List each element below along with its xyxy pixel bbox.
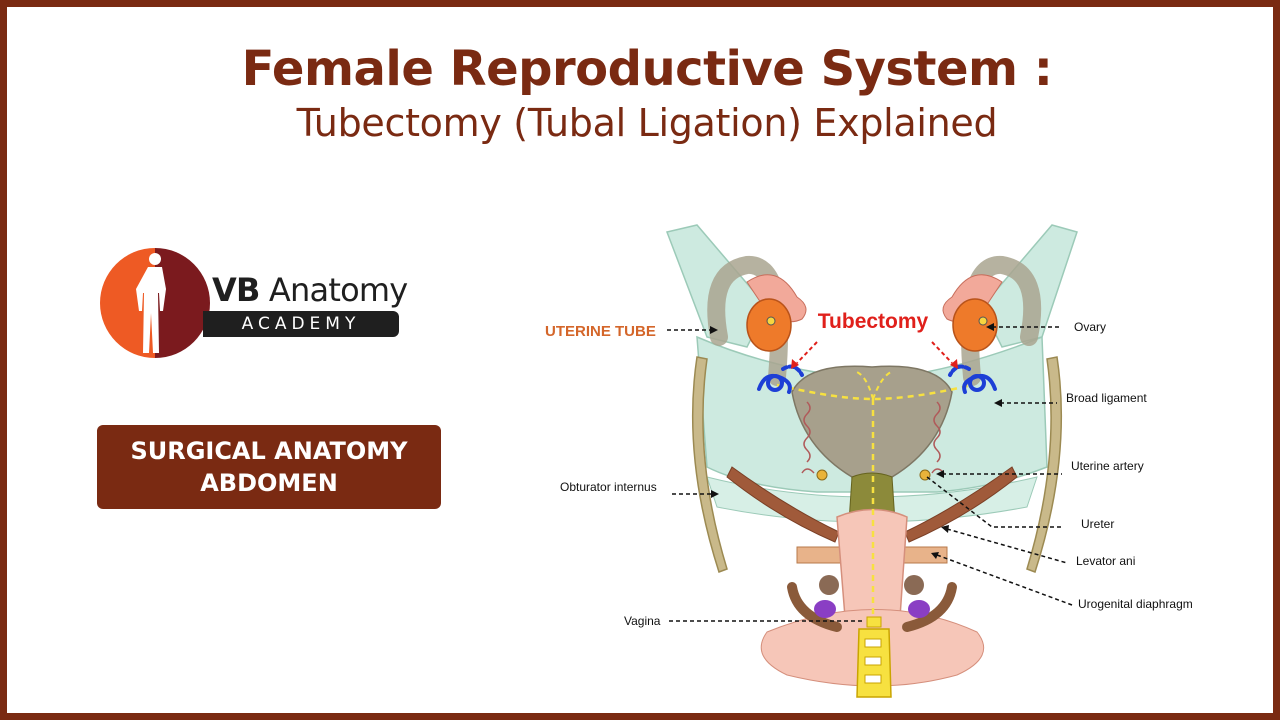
uterus [791,365,953,518]
obturator-internus-left [691,356,728,573]
ligation-knot-right-icon [948,364,997,394]
label-urogenital-diaphragm: Urogenital diaphragm [1078,597,1193,611]
ureter-left [816,469,828,481]
ovary-right [952,298,998,352]
label-ureter: Ureter [1081,517,1114,531]
anatomy-diagram: Tubectomy UTERINE TUBE Obturator internu… [545,224,1193,698]
page-title: Female Reproductive System : [241,41,1053,97]
badge-line-2: ABDOMEN [200,469,338,497]
badge-line-1: SURGICAL ANATOMY [130,437,408,465]
uterine-artery-right-vessel [933,401,941,463]
vaginal-device-icon [856,616,892,698]
label-obturator-internus: Obturator internus [560,480,657,494]
label-uterine-artery: Uterine artery [1071,459,1144,473]
obturator-internus-right [1026,356,1063,573]
topic-badge: SURGICAL ANATOMY ABDOMEN [97,425,441,509]
page-subtitle: Tubectomy (Tubal Ligation) Explained [296,101,998,145]
levator-ani-right [904,466,1018,543]
label-uterine-tube: UTERINE TUBE [545,323,656,340]
label-vagina: Vagina [624,614,661,628]
logo-subtitle: ACADEMY [241,314,361,334]
label-levator-ani: Levator ani [1076,554,1135,568]
tubectomy-label: Tubectomy [818,310,929,333]
uterine-artery-left-vessel [803,401,811,463]
levator-ani-left [726,466,840,543]
label-ovary: Ovary [1074,320,1106,334]
logo-name: VB Anatomy [212,271,408,309]
label-broad-ligament: Broad ligament [1066,391,1147,405]
tract-path-dashed [776,383,973,401]
logo-bar [203,311,399,337]
logo-emblem-icon [100,248,210,358]
vagina-canal [836,508,908,618]
academy-logo: VB Anatomy ACADEMY [99,247,429,362]
